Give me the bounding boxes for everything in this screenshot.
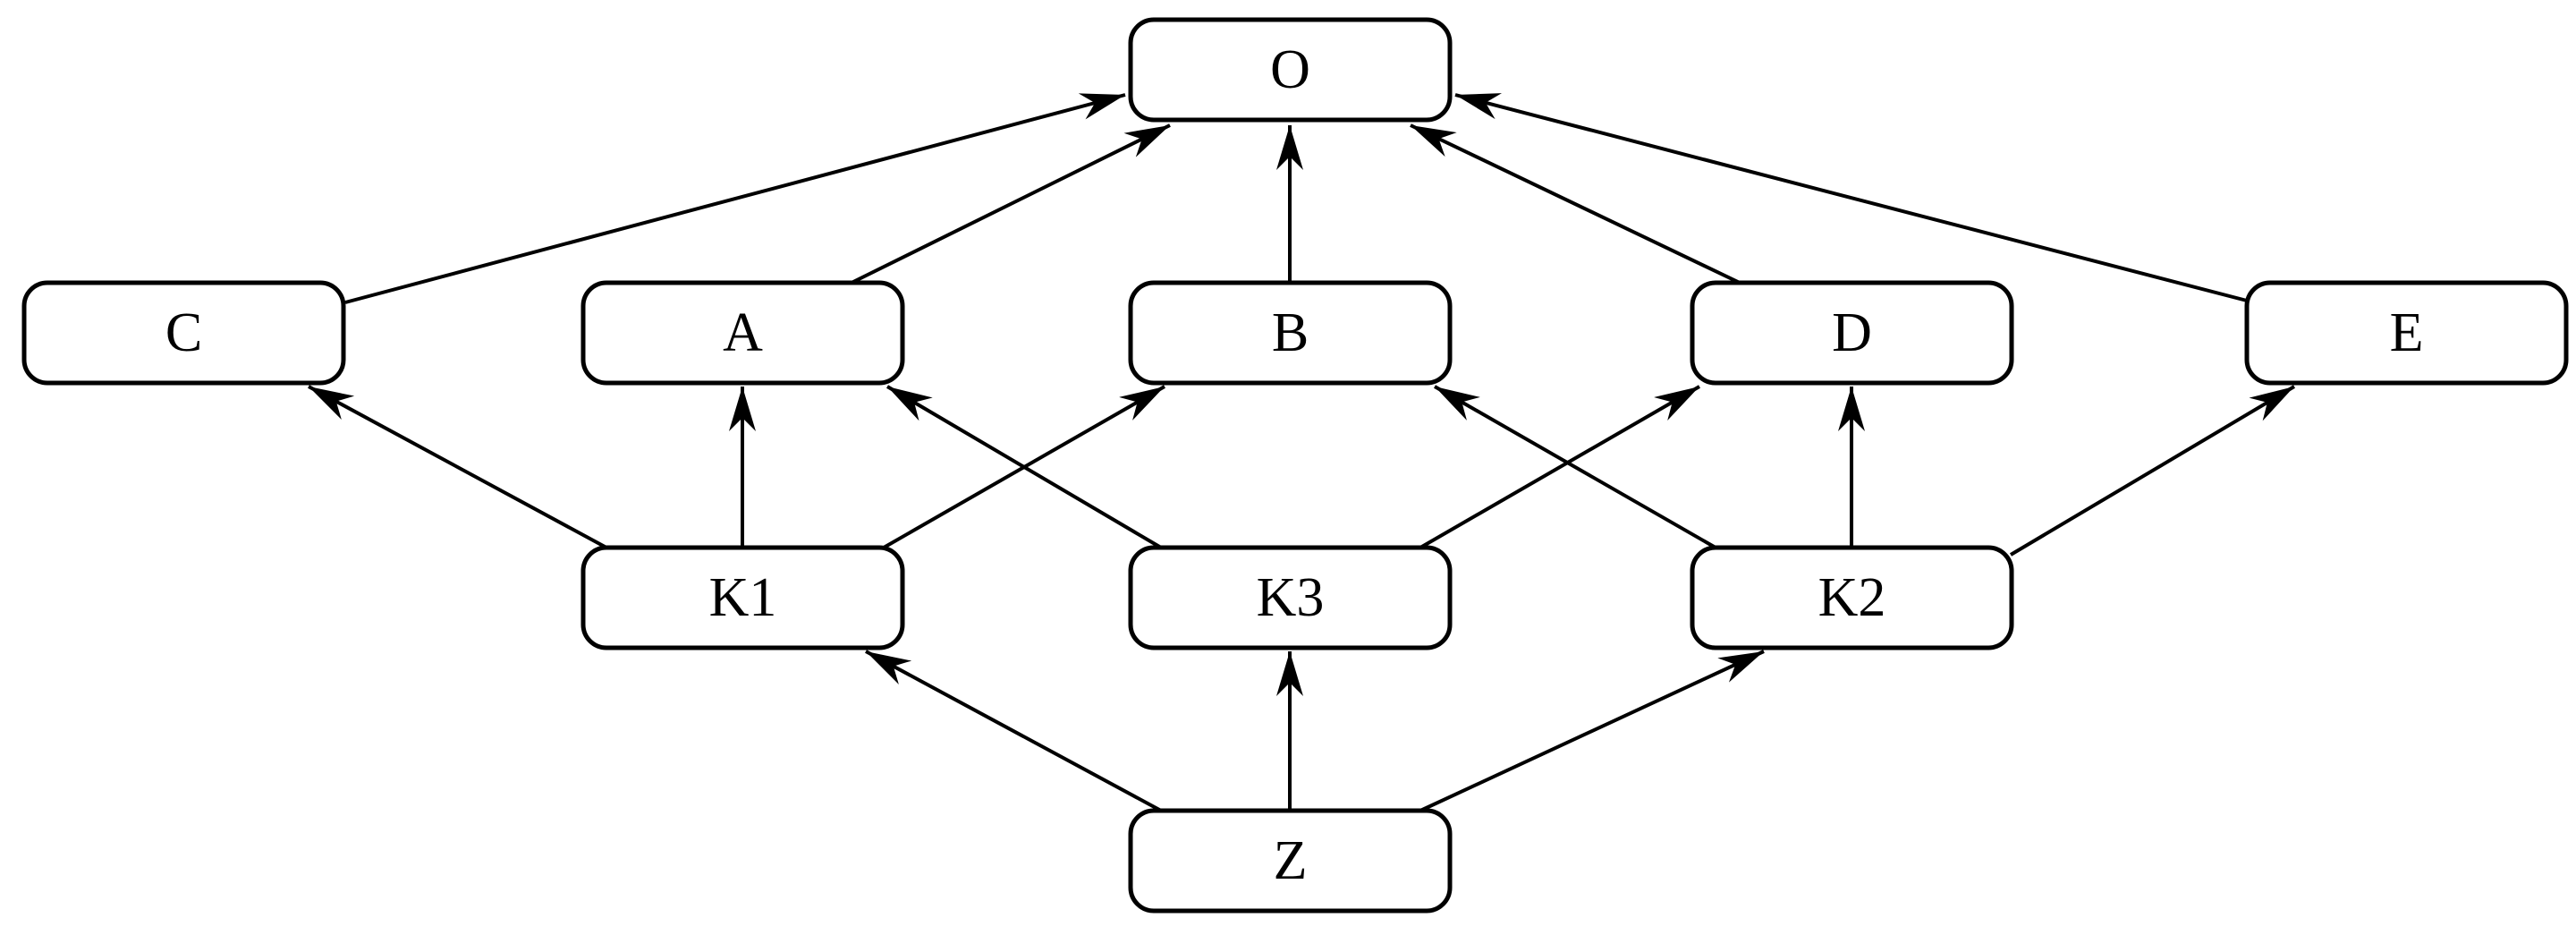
edge-K2-to-B <box>1434 385 1716 549</box>
node-B: B <box>1128 280 1453 386</box>
edge-Z-to-K1 <box>865 650 1162 812</box>
edge-K3-to-A <box>886 385 1163 549</box>
edge-K3-to-D <box>1419 385 1700 549</box>
edge-E-to-O <box>1454 93 2248 302</box>
node-A: A <box>580 280 905 386</box>
nodes-layer: O C A B D E K1 K3 K2Z <box>21 17 2569 914</box>
node-label-C: C <box>165 302 202 363</box>
edges-layer <box>308 93 2296 812</box>
node-box-K1 <box>580 545 905 650</box>
node-label-K2: K2 <box>1818 567 1886 628</box>
node-O: O <box>1128 17 1453 123</box>
edge-C-to-O <box>344 93 1126 304</box>
node-label-B: B <box>1272 302 1309 363</box>
node-label-Z: Z <box>1274 830 1308 891</box>
edge-Z-to-K2 <box>1419 650 1765 812</box>
node-label-K3: K3 <box>1257 567 1325 628</box>
node-E: E <box>2244 280 2569 386</box>
node-box-O <box>1128 17 1453 123</box>
node-D: D <box>1690 280 2014 386</box>
node-K3: K3 <box>1128 545 1453 650</box>
node-box-B <box>1128 280 1453 386</box>
node-Z: Z <box>1128 808 1453 914</box>
edge-A-to-O <box>851 123 1171 285</box>
edge-K1-to-C <box>308 385 607 549</box>
node-box-Z <box>1128 808 1453 914</box>
node-label-A: A <box>723 302 763 363</box>
node-label-D: D <box>1832 302 1872 363</box>
edge-K2-to-E <box>2009 385 2296 557</box>
node-box-D <box>1690 280 2014 386</box>
node-box-K2 <box>1690 545 2014 650</box>
node-box-K3 <box>1128 545 1453 650</box>
node-box-A <box>580 280 905 386</box>
node-label-O: O <box>1270 39 1310 100</box>
node-K2: K2 <box>1690 545 2014 650</box>
node-box-C <box>21 280 346 386</box>
node-C: C <box>21 280 346 386</box>
node-label-E: E <box>2390 302 2424 363</box>
edge-D-to-O <box>1410 123 1741 285</box>
node-box-E <box>2244 280 2569 386</box>
node-label-K1: K1 <box>709 567 777 628</box>
node-K1: K1 <box>580 545 905 650</box>
